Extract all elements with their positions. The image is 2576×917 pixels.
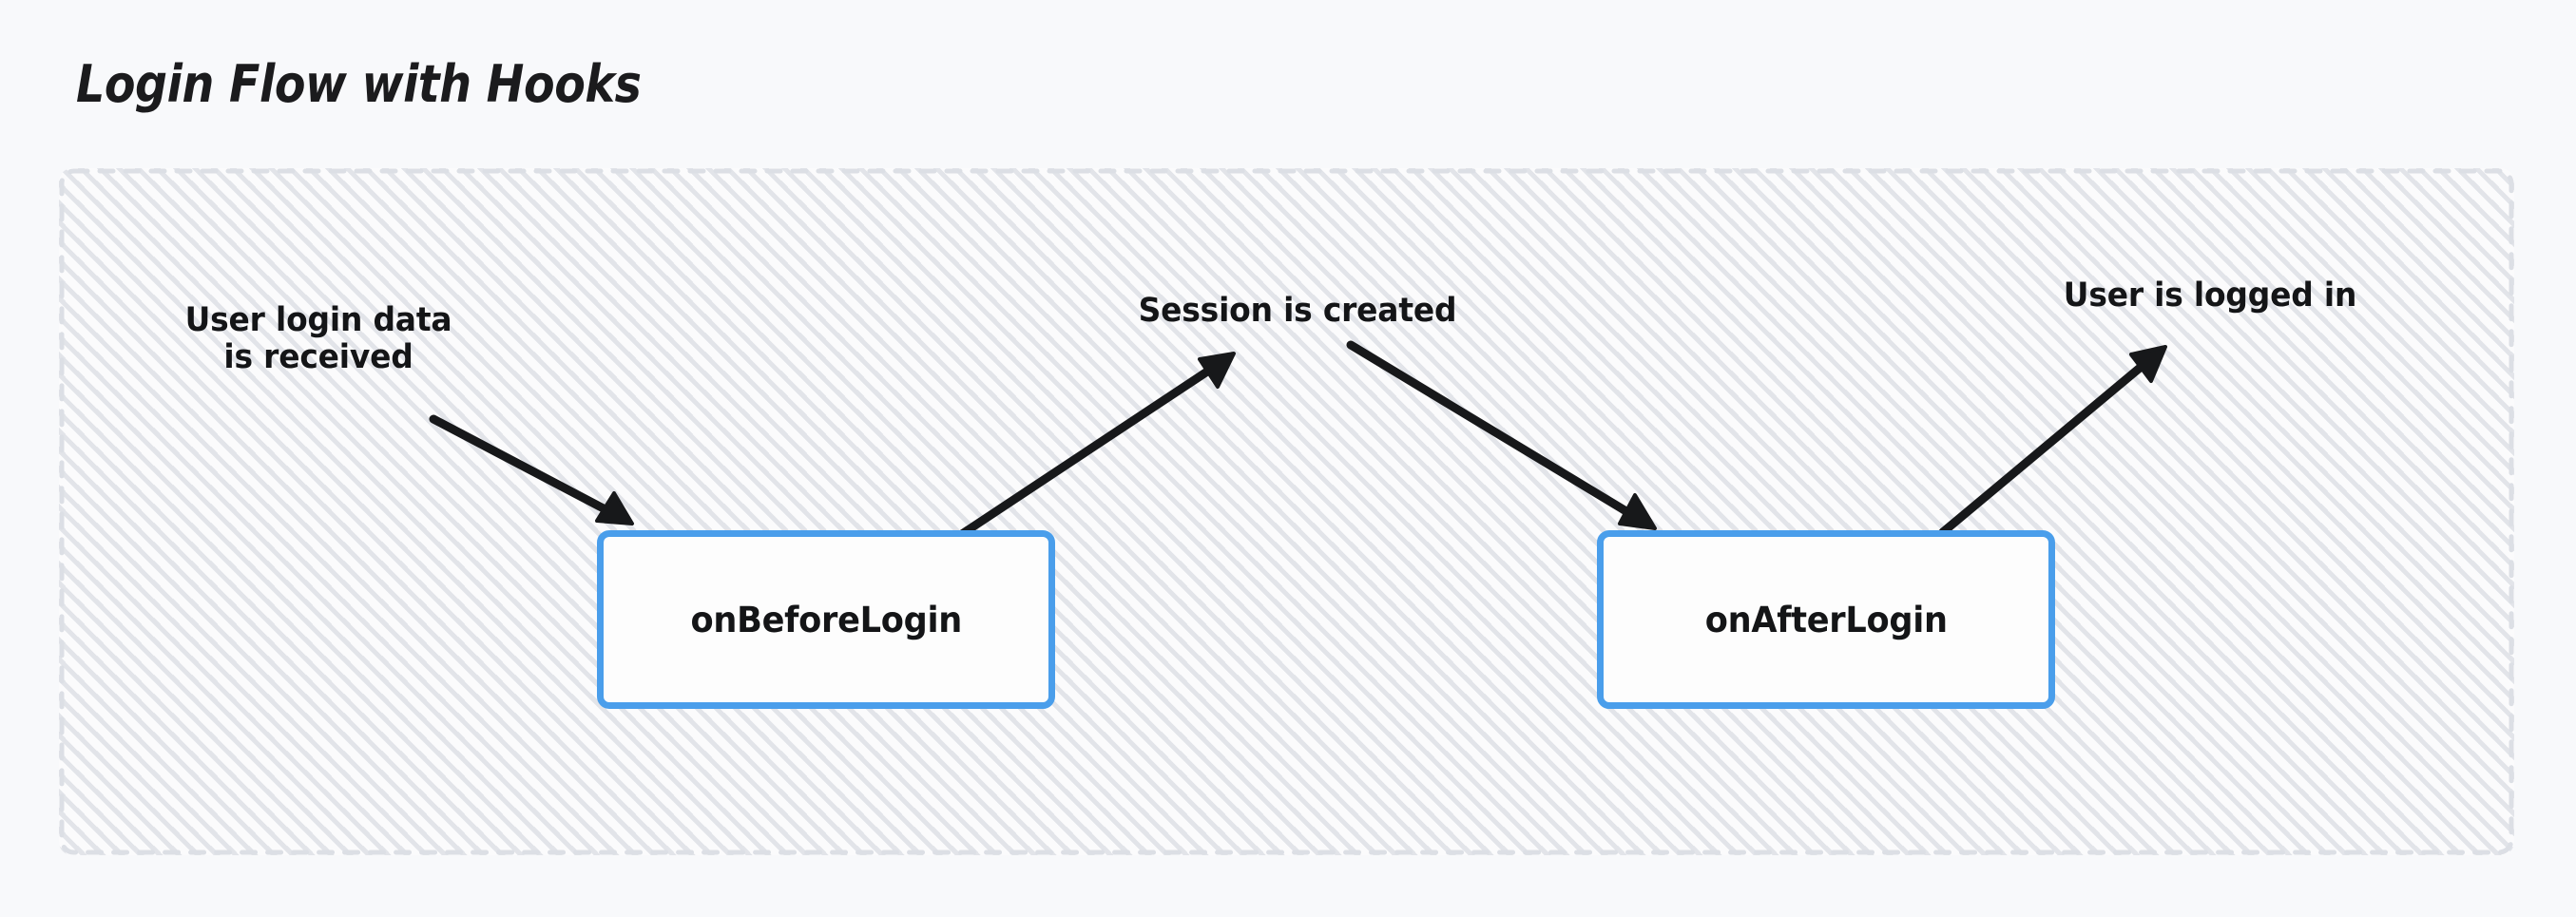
node-label-on-before-login: onBeforeLogin — [690, 599, 962, 640]
page-title: Login Flow with Hooks — [76, 54, 642, 114]
edge-label-session-created: Session is created — [1138, 292, 1457, 330]
node-label-on-after-login: onAfterLogin — [1704, 599, 1948, 640]
edge-label-user-login-data: User login data is received — [184, 301, 452, 376]
flow-container — [59, 168, 2514, 855]
node-on-before-login[interactable]: onBeforeLogin — [597, 530, 1055, 709]
container-dashed-border — [59, 168, 2514, 855]
node-on-after-login[interactable]: onAfterLogin — [1597, 530, 2055, 709]
edge-label-user-logged-in: User is logged in — [2063, 277, 2357, 315]
